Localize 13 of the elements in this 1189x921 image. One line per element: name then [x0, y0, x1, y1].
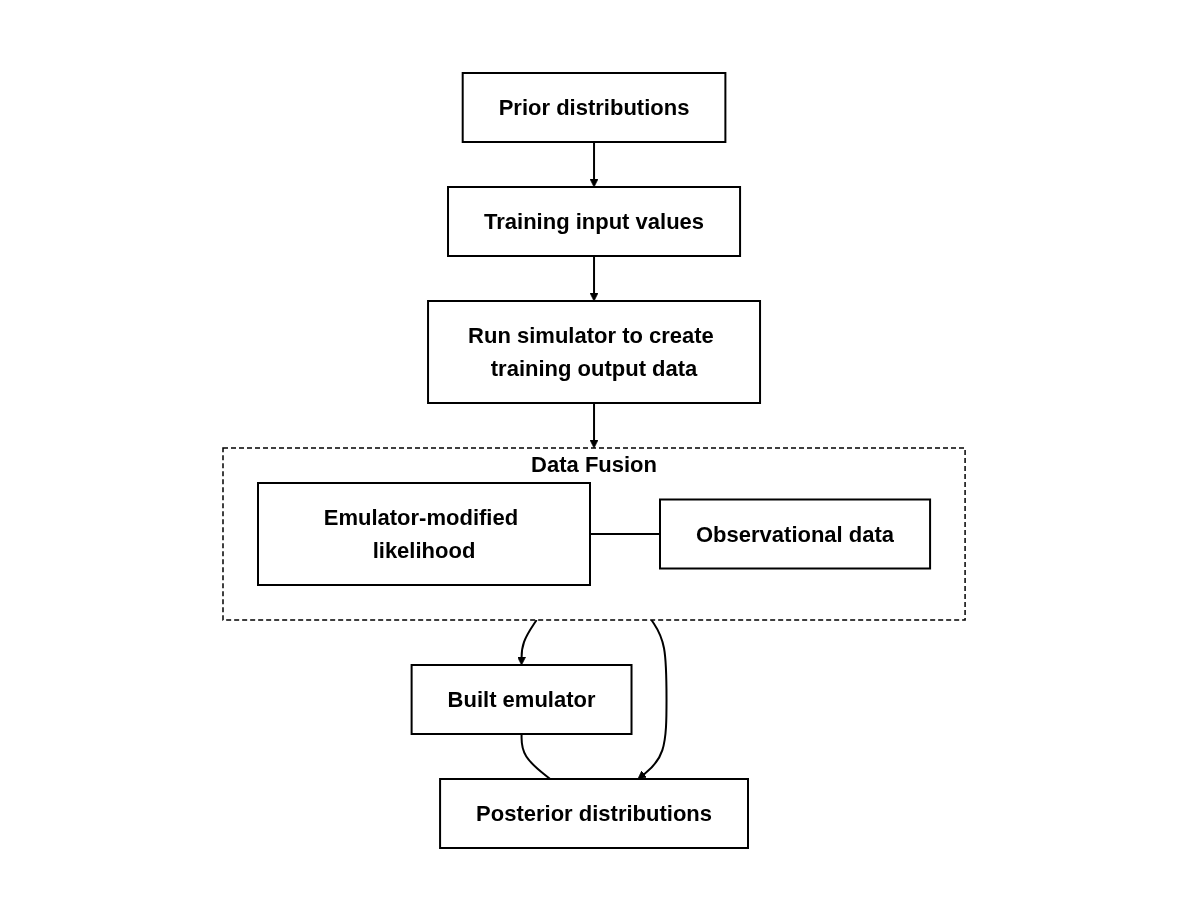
- node-box: Training input values: [447, 186, 742, 257]
- node-box: Run simulator to create training output data: [427, 300, 762, 404]
- node-box: Posterior distributions: [439, 778, 750, 849]
- node-box: Built emulator: [411, 664, 633, 735]
- node-box: Emulator-modified likelihood: [257, 482, 592, 586]
- arrow: [590, 255, 599, 302]
- arrow: [590, 141, 599, 188]
- arrow: [637, 619, 668, 780]
- connector: [521, 733, 552, 780]
- node-box: Observational data: [659, 498, 932, 570]
- node-box: Prior distributions: [462, 72, 727, 143]
- arrow: [590, 402, 599, 449]
- arrow: [517, 619, 539, 666]
